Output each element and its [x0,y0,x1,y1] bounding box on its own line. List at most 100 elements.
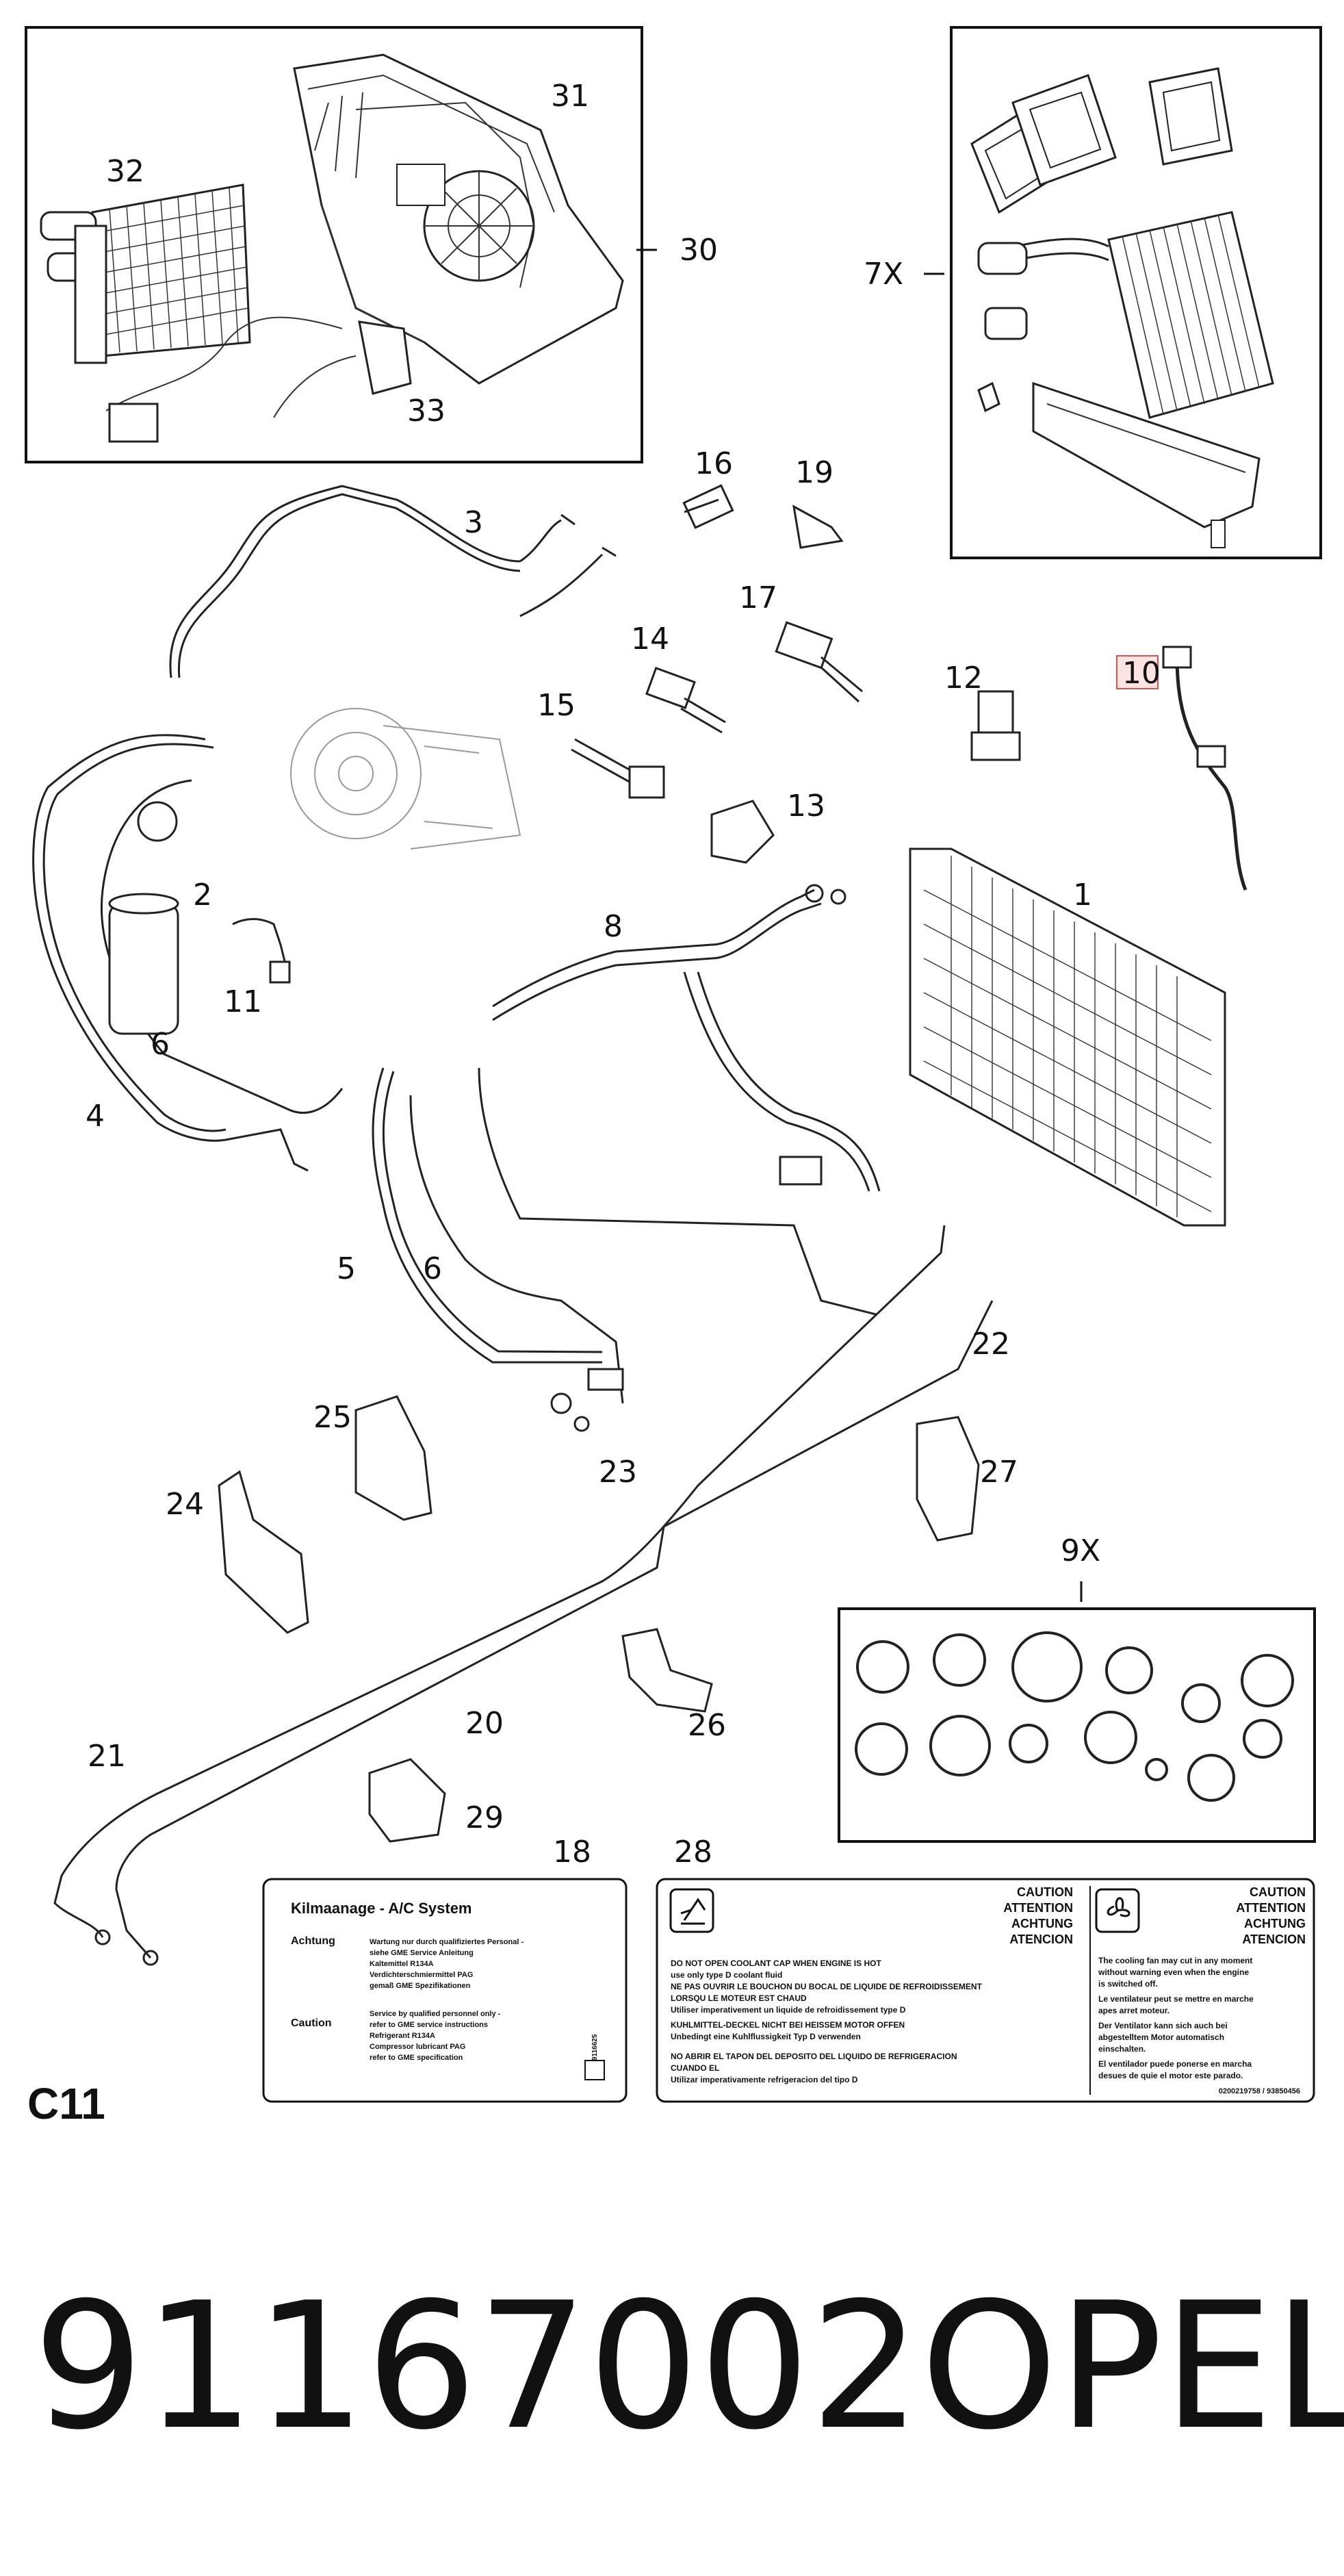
label-28-left-head: ATTENTION [1003,1901,1073,1915]
callout-20: 20 [465,1706,504,1741]
callout-8: 8 [604,909,623,944]
label-18-caution-line: refer to GME specification [370,2054,463,2062]
page-code: C11 [27,2079,105,2128]
callout-13: 13 [787,789,825,824]
callout-33: 33 [407,394,445,429]
ac-system-label-18: Kilmaanage - A/C System Achtung Wartung … [262,1878,628,2103]
label-28-right-line: Der Ventilator kann sich auch bei [1098,2021,1228,2030]
callout-1: 1 [1073,878,1092,913]
evaporator-seals-drawing [970,67,1233,214]
label-28-left-line: CUANDO EL [671,2063,719,2073]
callout-29: 29 [465,1800,504,1835]
callout-18: 18 [553,1835,591,1870]
callout-21: 21 [88,1739,126,1774]
callout-28: 28 [674,1835,712,1870]
label-28-right-line: without warning even when the engine [1098,1967,1249,1977]
label-28-right-line: abgestelltem Motor automatisch [1098,2032,1224,2042]
callout-10: 10 [1122,656,1161,691]
hvac-module-inset: 30 31 32 33 [25,26,718,463]
callout-30: 30 [680,233,718,268]
label-28-left-line: use only type D coolant fluid [671,1970,782,1980]
label-18-caution-line: Refrigerant R134A [370,2032,435,2040]
label-28-right-line: The cooling fan may cut in any moment [1098,1956,1252,1965]
callout-24: 24 [166,1487,204,1522]
label-28-left-head: CAUTION [1017,1885,1073,1899]
label-18-achtung-line: gemaß GME Spezifikationen [370,1982,471,1990]
label-18-caution-line: refer to GME service instructions [370,2021,488,2029]
label-28-right-head: ACHTUNG [1244,1917,1306,1930]
label-18-achtung-line: Wartung nur durch qualifiziertes Persona… [370,1938,524,1946]
label-28-right-head: ATENCION [1242,1933,1306,1946]
label-18-achtung-line: Kaltemittel R134A [370,1960,434,1968]
label-28-left-line: Utilizar imperativamente refrigeracion d… [671,2075,858,2084]
callout-5: 5 [337,1251,356,1286]
refrigerant-lines-drawing [32,485,881,1432]
label-28-left-line: NO ABRIR EL TAPON DEL DEPOSITO DEL LIQUI… [671,2052,957,2061]
callout-26: 26 [688,1708,726,1743]
callout-32: 32 [106,154,144,189]
label-18-side-code: 9116625 [591,2034,599,2061]
callout-23: 23 [599,1455,637,1490]
label-28-right-head: CAUTION [1250,1885,1306,1899]
heater-core-drawing [40,183,251,364]
callout-14: 14 [631,622,669,656]
label-28-right-line: is switched off. [1098,1979,1158,1989]
long-pipes-drawing [53,1225,994,1966]
callout-27: 27 [980,1455,1018,1490]
label-28-right-line: desues de quie el motor este parado. [1098,2071,1243,2080]
callout-6-lower: 6 [423,1251,442,1286]
label-28-left-head: ATENCION [1009,1933,1073,1946]
label-18-achtung-head: Achtung [291,1935,335,1947]
label-28-right-line: apes arret moteur. [1098,2006,1169,2015]
callout-19: 19 [795,455,833,490]
label-28-left-line: Unbedingt eine Kuhlflussigkeit Typ D ver… [671,2032,861,2041]
callout-31: 31 [551,79,589,114]
label-28-left-head: ACHTUNG [1011,1917,1073,1930]
part-number: 91167002 [33,2265,921,2469]
callout-2: 2 [193,878,212,913]
receiver-dryer-drawing [108,893,179,1035]
label-18-title: Kilmaanage - A/C System [291,1900,472,1917]
label-28-code: 0200219758 / 93850456 [1219,2087,1300,2095]
compressor-reference-drawing [290,708,521,850]
warning-label-28: CAUTION ATTENTION ACHTUNG ATENCION DO NO… [656,1878,1315,2103]
label-18-caution-head: Caution [291,2017,332,2029]
brackets-drawing [218,1395,980,1843]
hose-10-drawing [1162,646,1248,891]
condenser-drawing [909,847,1226,1227]
evaporator-core-drawing [977,211,1274,548]
callout-10-highlight [1116,655,1159,689]
label-18-achtung-line: siehe GME Service Anleitung [370,1949,474,1957]
callouts: 1 2 3 4 5 6 6 8 9X 10 11 12 13 14 15 16 … [86,446,1161,1870]
label-28-right-head: ATTENTION [1236,1901,1306,1915]
callout-25: 25 [313,1400,352,1435]
label-18-achtung-line: Verdichterschmiermittel PAG [370,1971,473,1979]
label-18-caution-line: Service by qualified personnel only - [370,2010,501,2018]
callout-4: 4 [86,1099,105,1134]
label-28-left-line: NE PAS OUVRIR LE BOUCHON DU BOCAL DE LIQ… [671,1982,983,1991]
callout-17: 17 [739,581,777,615]
label-28-right-line: Le ventilateur peut se mettre en marche [1098,1994,1254,2004]
brand-name: OPEL [920,2265,1344,2469]
callout-12: 12 [944,661,983,696]
label-28-left-line: KUHLMITTEL-DECKEL NICHT BEI HEISSEM MOTO… [671,2020,905,2030]
callout-22: 22 [972,1327,1010,1362]
callout-16: 16 [695,446,733,481]
callout-11: 11 [224,984,262,1019]
fasteners-drawing [571,484,1021,864]
label-28-right-line: einschalten. [1098,2044,1146,2054]
callout-9x: 9X [1061,1533,1100,1568]
label-28-left-line: LORSQU LE MOTEUR EST CHAUD [671,1993,807,2003]
label-28-left-line: DO NOT OPEN COOLANT CAP WHEN ENGINE IS H… [671,1959,881,1968]
callout-7x: 7X [864,257,903,292]
o-ring-kit-inset [838,1581,1316,1843]
blower-resistor-drawing [105,316,412,443]
label-28-right-line: El ventilador puede ponerse en marcha [1098,2059,1252,2069]
evaporator-inset: 7X [864,26,1322,559]
callout-15: 15 [537,688,576,723]
label-28-left-line: Utiliser imperativement un liquide de re… [671,2005,906,2015]
callout-3: 3 [464,505,483,540]
label-18-caution-line: Compressor lubricant PAG [370,2043,465,2051]
callout-6-upper: 6 [151,1027,170,1062]
